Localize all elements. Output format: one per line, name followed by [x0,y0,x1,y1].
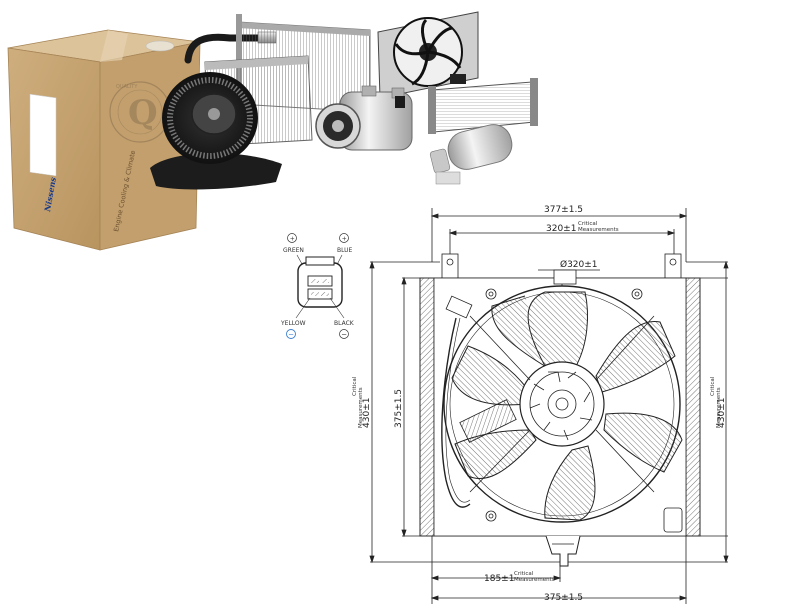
dim-left-height: 430±1 [362,398,372,428]
dim-critical-left-2: Measurements [358,387,364,428]
svg-text:−: − [341,331,347,339]
dim-bottom-offset: 185±1 [484,574,514,584]
dim-critical-left-1: Critical [352,376,358,396]
pin-label-yellow: YELLOW [280,320,306,327]
svg-text:+: + [342,236,347,243]
dim-mount-spacing: 320±1 [546,224,576,234]
fan-technical-drawing [369,208,729,604]
dim-bottom-width: 375±1.5 [544,593,583,603]
pin-label-black: BLACK [334,320,355,327]
pin-label-green: GREEN [283,247,304,254]
dim-critical-bottom-2: Measurements [514,577,555,583]
minus-icon-right [339,329,349,339]
dim-right-height: 430±1 [717,398,727,428]
plus-icon-left [287,233,297,243]
minus-icon-left [286,329,296,339]
heater-core [428,78,538,134]
dim-critical-bottom-1: Critical [514,571,534,577]
svg-text:+: + [290,236,295,243]
dim-critical-top-1: Critical [578,221,598,227]
motor-connector [445,295,473,319]
connector-housing [297,262,343,308]
dim-critical-top-2: Measurements [578,227,619,233]
plus-icon-right [339,233,349,243]
dim-top-width: 377±1.5 [544,205,583,215]
dim-fan-diameter: Ø320±1 [560,259,598,270]
fan-assembly-photo [377,11,479,99]
svg-text:−: − [288,331,294,339]
receiver-drier [429,124,513,185]
quality-seal-letter: Q [128,93,158,133]
ac-compressor [315,85,413,151]
connector-diagram: + + GREEN BLUE YELLOW BLACK − − [280,233,355,339]
blower-motor [150,72,282,190]
dim-critical-right-1: Critical [710,376,716,396]
fan-blades [451,291,683,521]
pin-label-blue: BLUE [337,247,353,254]
dim-critical-right-2: Measurements [716,387,722,428]
quality-seal-text: QUALITY [116,84,138,90]
dim-inner-height: 375±1.5 [394,389,404,428]
